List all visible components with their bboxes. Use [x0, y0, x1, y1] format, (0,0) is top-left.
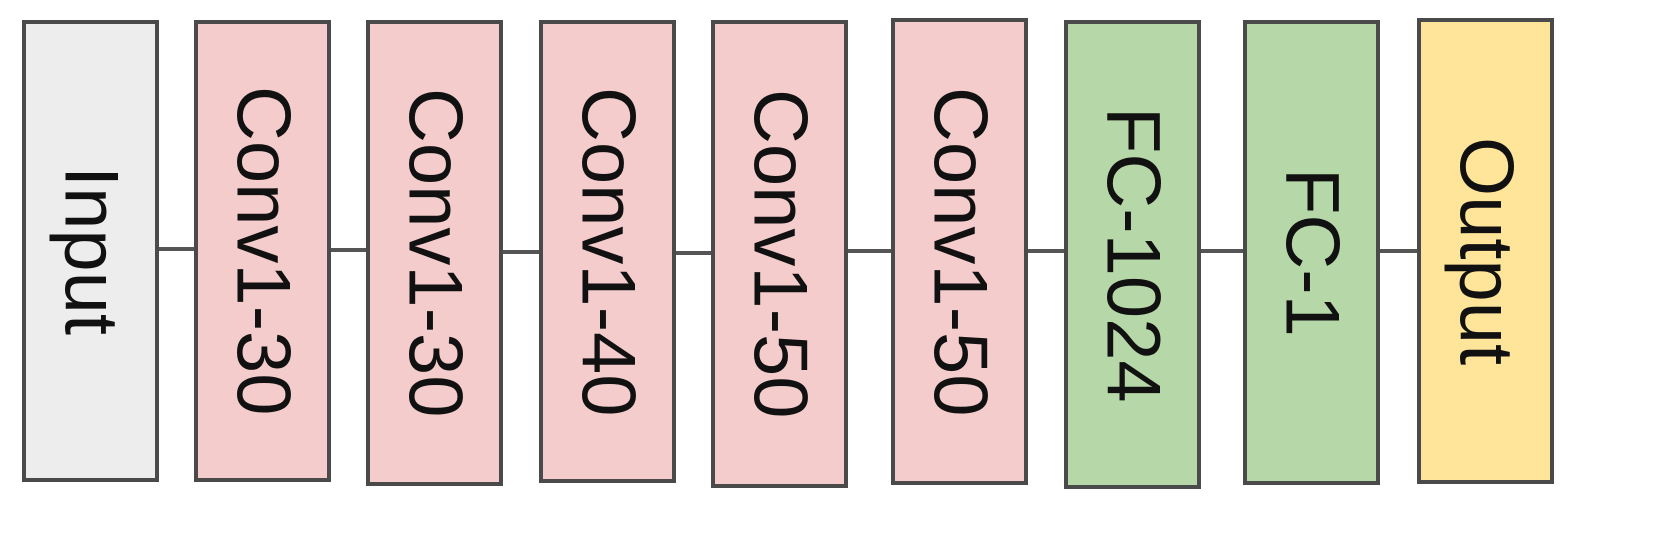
layer-label: FC-1: [1269, 168, 1355, 337]
connector-line: [1028, 249, 1064, 253]
connector-line: [331, 248, 366, 252]
conv-layer-block: Conv1-30: [194, 20, 331, 482]
layer-label: Conv1-50: [737, 89, 823, 419]
fc-layer-block: FC-1: [1243, 20, 1380, 485]
connector-line: [503, 250, 539, 254]
connector-line: [1201, 249, 1243, 253]
layer-label: Conv1-30: [220, 86, 306, 416]
connector-line: [1380, 249, 1417, 253]
output-layer-block: Output: [1417, 18, 1554, 484]
connector-line: [159, 247, 194, 251]
conv-layer-block: Conv1-50: [891, 18, 1028, 485]
conv-layer-block: Conv1-50: [711, 20, 848, 488]
layer-label: FC-1024: [1090, 106, 1176, 403]
layer-label: Output: [1443, 136, 1529, 366]
layer-label: Conv1-40: [565, 86, 651, 417]
input-layer-block: Input: [22, 20, 159, 482]
fc-layer-block: FC-1024: [1064, 20, 1201, 489]
conv-layer-block: Conv1-40: [539, 20, 676, 483]
connector-line: [848, 249, 891, 253]
layer-label: Conv1-50: [917, 86, 1003, 417]
layer-label: Conv1-30: [392, 88, 478, 418]
conv-layer-block: Conv1-30: [366, 20, 503, 486]
connector-line: [676, 251, 711, 255]
layer-label: Input: [48, 166, 134, 336]
